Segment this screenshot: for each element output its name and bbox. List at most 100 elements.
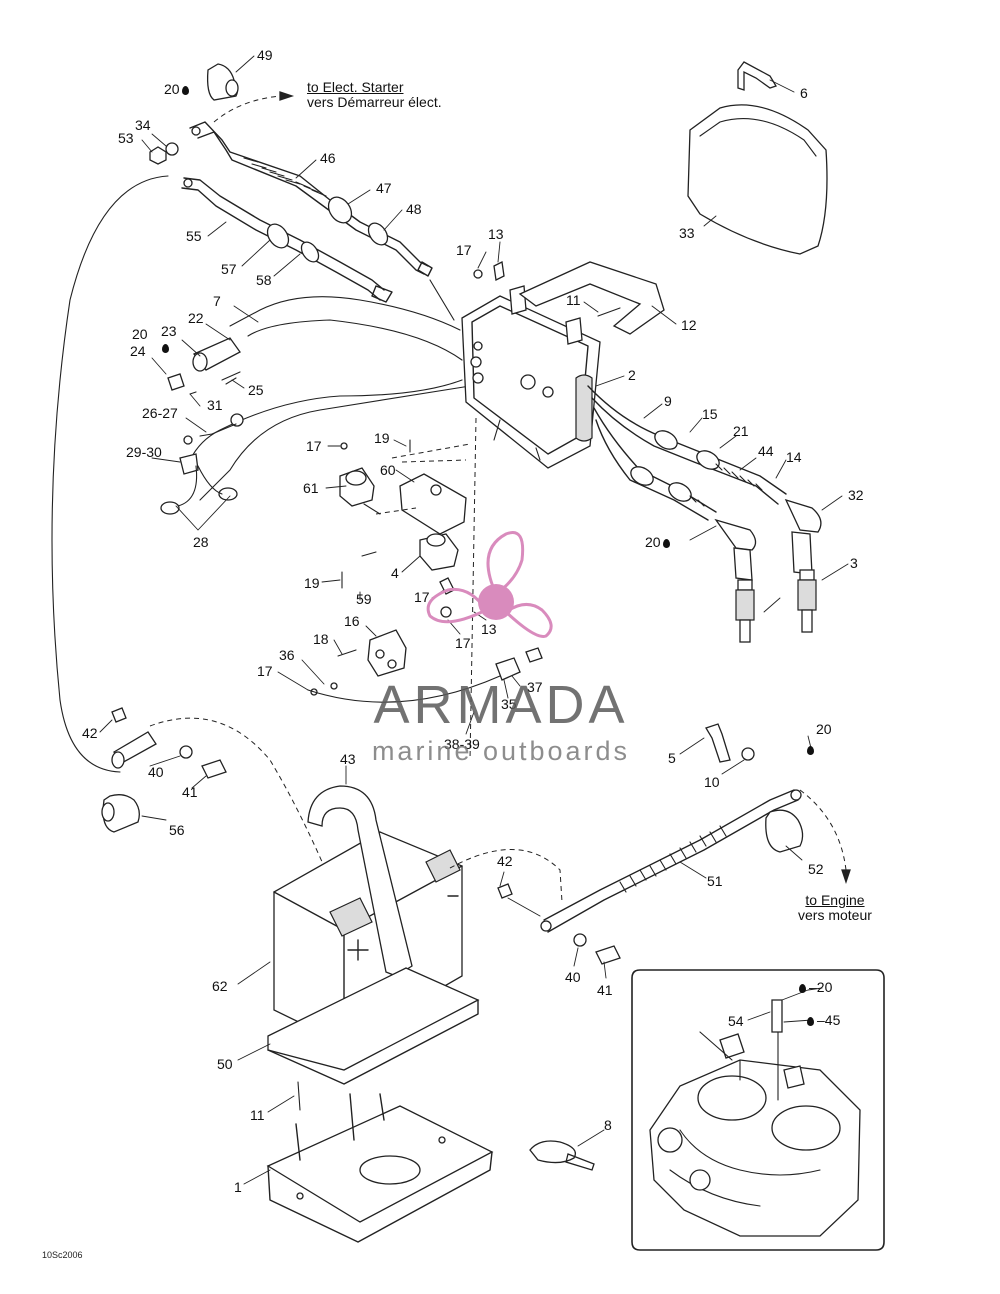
callout-20-right: 20: [816, 722, 832, 736]
callout-16: 16: [344, 613, 360, 629]
harness-wire-lower: [247, 319, 463, 361]
nut-53: [149, 146, 167, 165]
callout-22: 22: [188, 310, 204, 326]
callout-8: 8: [604, 1117, 612, 1133]
callout-7: 7: [213, 293, 221, 309]
callout-62: 62: [212, 978, 228, 994]
arrow-to-starter: [213, 95, 281, 123]
callout-40-right: 40: [565, 969, 581, 985]
callout-55: 55: [186, 228, 202, 244]
callout-36: 36: [279, 647, 295, 663]
callout-1: 1: [234, 1179, 242, 1195]
callout-11-lower: 11: [250, 1107, 265, 1123]
callout-13-lower: 13: [481, 621, 497, 637]
callout-6: 6: [800, 85, 808, 101]
harness-wire-3: [189, 379, 463, 461]
callout-38-39: 38-39: [444, 736, 480, 752]
callout-23: 23: [161, 323, 177, 339]
lubricant-drop-icon: [799, 984, 806, 993]
harness-connectors: [160, 337, 244, 515]
callout-17-upper: 17: [456, 242, 472, 258]
callout-45-text: 45: [824, 1012, 841, 1028]
callout-15: 15: [702, 406, 718, 422]
callout-20-engine-text: 20: [816, 979, 833, 995]
callout-52: 52: [808, 861, 824, 877]
callout-18: 18: [313, 631, 329, 647]
callout-41-right: 41: [597, 982, 613, 998]
drawing-code: 10Sc2006: [42, 1250, 83, 1260]
callout-20-right-text: 20: [816, 721, 832, 737]
callout-61: 61: [303, 480, 319, 496]
callout-57: 57: [221, 261, 237, 277]
note-starter-en: to Elect. Starter: [307, 79, 404, 95]
callout-33: 33: [679, 225, 695, 241]
callout-37: 37: [527, 679, 543, 695]
callout-41-left: 41: [182, 784, 198, 800]
callout-60: 60: [380, 462, 396, 478]
callout-46: 46: [320, 150, 336, 166]
callout-56: 56: [169, 822, 185, 838]
spark-plugs-3: [735, 569, 817, 643]
callout-20-plug-text: 20: [645, 534, 661, 550]
lubricant-drop-icon: [181, 86, 189, 95]
terminal-boot-49: [206, 63, 239, 101]
callout-45: –45: [805, 1013, 840, 1027]
note-starter-fr: vers Démarreur élect.: [307, 94, 442, 110]
callout-11-upper: 11: [566, 292, 581, 308]
callout-9: 9: [664, 393, 672, 409]
washer-13: [493, 261, 505, 281]
callout-20-left-text: 20: [132, 326, 148, 342]
callout-43: 43: [340, 751, 356, 767]
callout-20-top: 20: [164, 82, 189, 96]
callout-42-right: 42: [497, 853, 513, 869]
lubricant-drop-icon: [807, 1017, 814, 1026]
note-to-starter: to Elect. Starter vers Démarreur élect.: [307, 80, 442, 110]
callout-19-lower: 19: [304, 575, 320, 591]
engine-inset: [631, 969, 885, 1251]
callout-13-upper: 13: [488, 226, 504, 242]
relay-module: [307, 417, 543, 761]
callout-29-30: 29-30: [126, 444, 162, 460]
callout-20-left: 20: [132, 327, 148, 341]
washer-34: [165, 142, 179, 156]
callout-47: 47: [376, 180, 392, 196]
callout-44: 44: [758, 443, 774, 459]
battery-base-1: [266, 1081, 494, 1243]
callout-17-bottom: 17: [257, 663, 273, 679]
callout-59: 59: [356, 591, 372, 607]
callout-21: 21: [733, 423, 749, 439]
ground-cable-51: [449, 723, 851, 965]
ground-connection-left: [101, 707, 331, 881]
lubricant-drop-icon: [807, 746, 814, 755]
nut-17: [473, 269, 483, 279]
callout-31: 31: [207, 397, 223, 413]
tie-clip-8: [529, 1140, 595, 1171]
callout-49: 49: [257, 47, 273, 63]
note-engine-en: to Engine: [805, 892, 865, 908]
callout-48: 48: [406, 201, 422, 217]
callout-50: 50: [217, 1056, 233, 1072]
leader-lines: [99, 55, 849, 1185]
callout-12: 12: [681, 317, 697, 333]
callout-28: 28: [193, 534, 209, 550]
callout-17-lower: 17: [455, 635, 471, 651]
bracket-12: [518, 261, 665, 335]
callout-58: 58: [256, 272, 272, 288]
callout-32: 32: [848, 487, 864, 503]
callout-24: 24: [130, 343, 146, 359]
callout-17-mid: 17: [306, 438, 322, 454]
ground-wire: [51, 175, 169, 773]
callout-53: 53: [118, 130, 134, 146]
battery-pad-50: [267, 967, 480, 1071]
callout-17-center: 17: [414, 589, 430, 605]
cover-33: [687, 61, 828, 255]
callout-19-upper: 19: [374, 430, 390, 446]
wire-to-box: [429, 279, 455, 321]
spark-plug-wires: [587, 385, 822, 581]
battery-cable-55: [181, 177, 393, 303]
screw-11: [597, 307, 621, 317]
callout-10: 10: [704, 774, 720, 790]
callout-20-engine: –20: [797, 980, 832, 994]
electrical-box-2: [461, 285, 601, 469]
